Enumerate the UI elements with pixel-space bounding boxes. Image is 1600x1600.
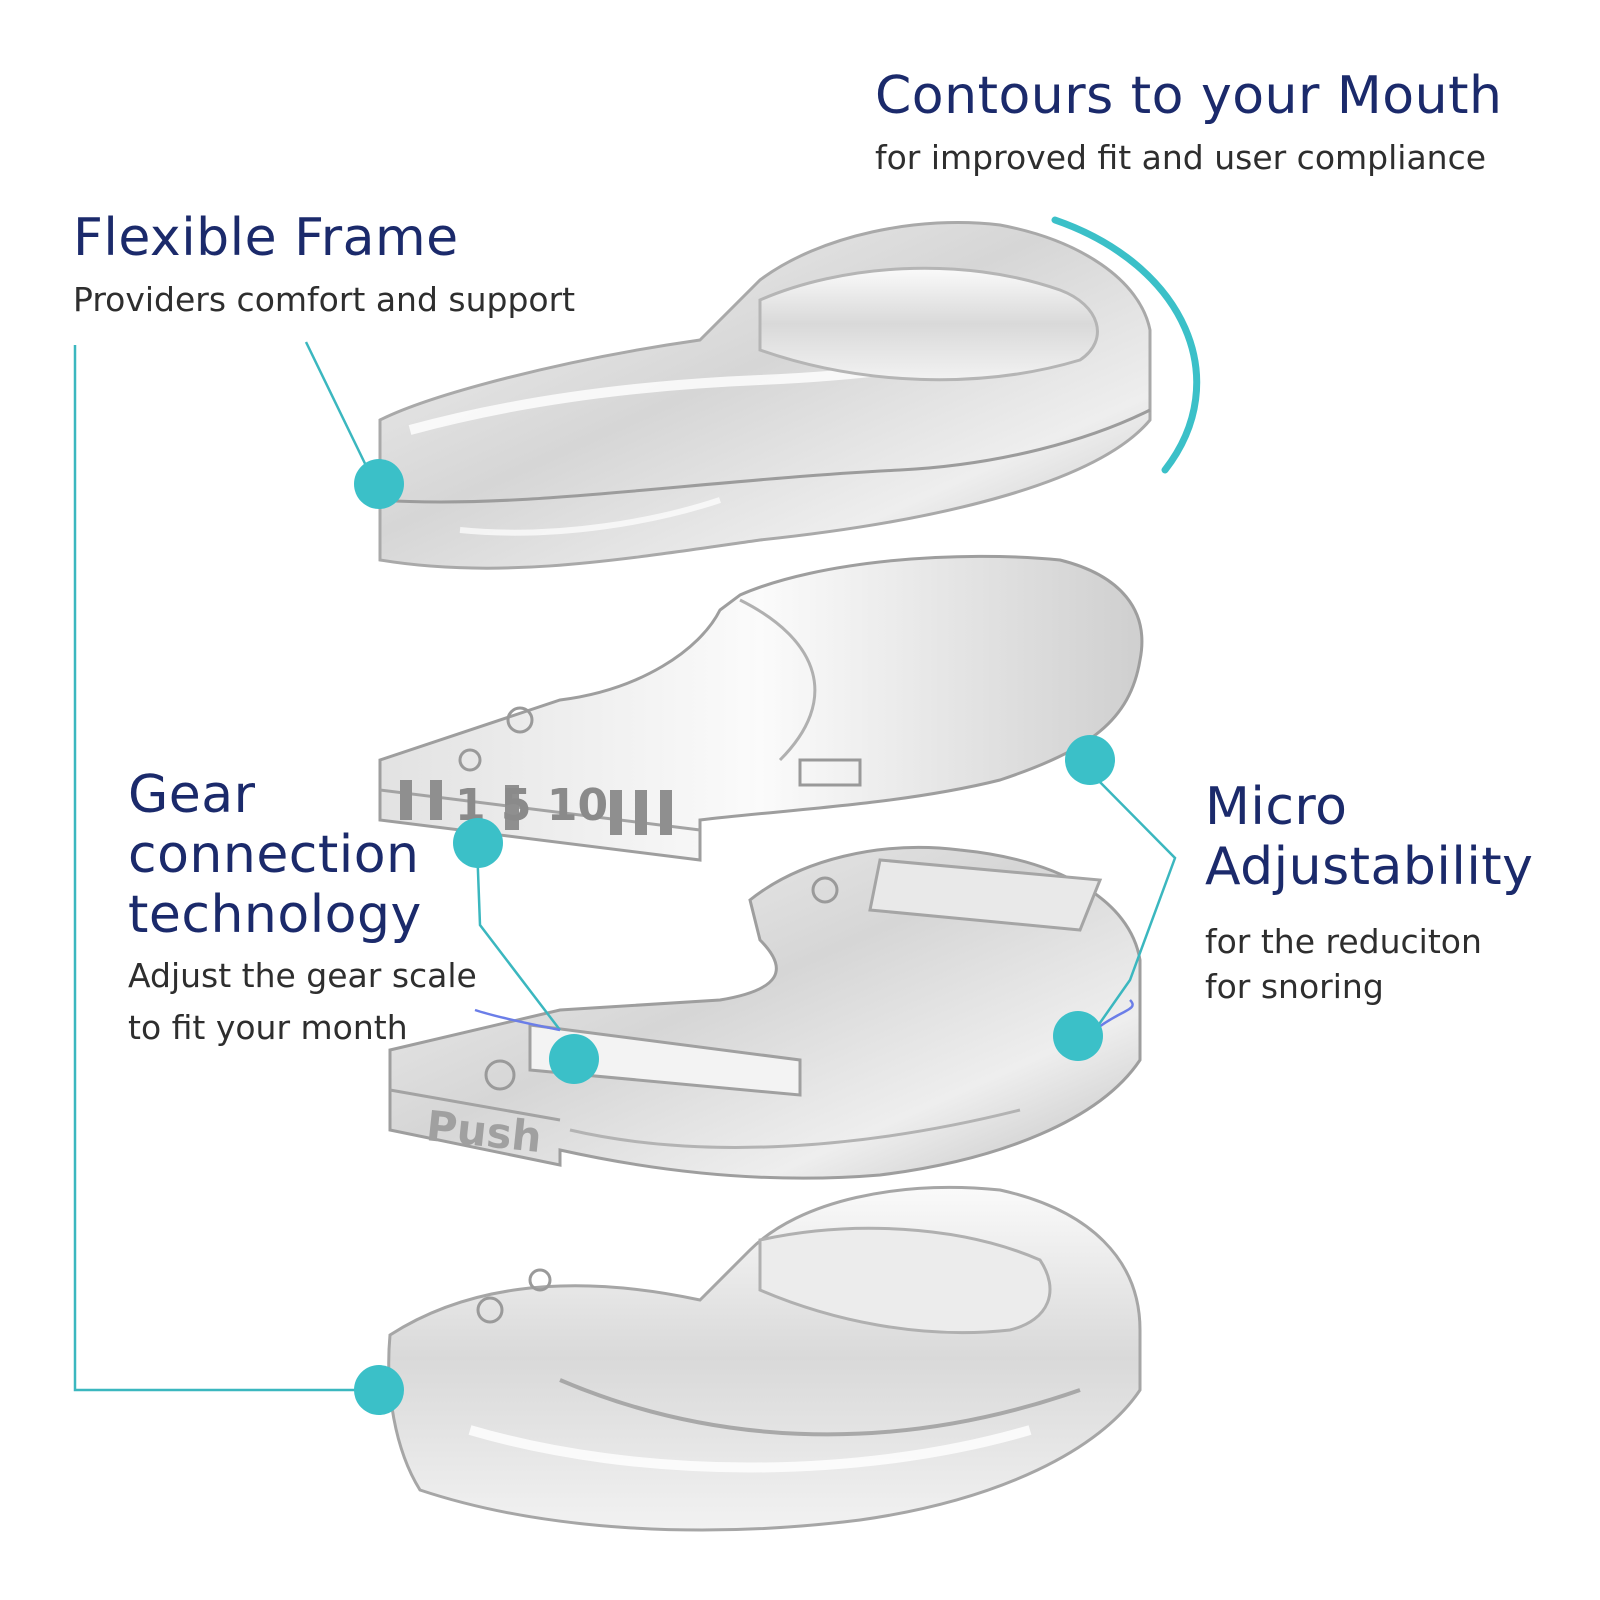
flexible-frame-title: Flexible Frame [73,208,459,268]
callout-dot-flexible-frame [354,459,404,509]
callout-dot-micro-top [1065,735,1115,785]
gear-title-line-3: technology [128,885,422,945]
callout-dot-gear-bottom [549,1034,599,1084]
gear-subtitle-line-1: Adjust the gear scale [128,956,477,995]
bottom-tray [387,1186,1142,1532]
callout-dot-bottom-tray [354,1365,404,1415]
push-engraving: Push [424,1101,544,1162]
gear-title-line-2: connection [128,825,420,885]
micro-subtitle-line-1: for the reduciton [1205,922,1482,961]
flexible-frame-subtitle: Providers comfort and support [73,280,576,319]
contours-subtitle: for improved fit and user compliance [875,138,1487,177]
lower-gear-plate: Push [388,845,1142,1180]
contour-arc [1051,216,1201,474]
gear-subtitle-line-2: to fit your month [128,1008,408,1047]
top-tray [378,220,1152,570]
upper-gear-plate: 1 5 10 [378,554,1144,862]
leader-lines [73,341,1177,1392]
callout-dot-gear-top [453,818,503,868]
micro-title-line-2: Adjustability [1205,837,1534,897]
callout-dot-micro-bottom [1053,1011,1103,1061]
micro-subtitle-line-2: for snoring [1205,967,1384,1006]
contours-title: Contours to your Mouth [875,66,1503,126]
gear-title-line-1: Gear [128,765,256,825]
micro-title-line-1: Micro [1205,777,1348,837]
